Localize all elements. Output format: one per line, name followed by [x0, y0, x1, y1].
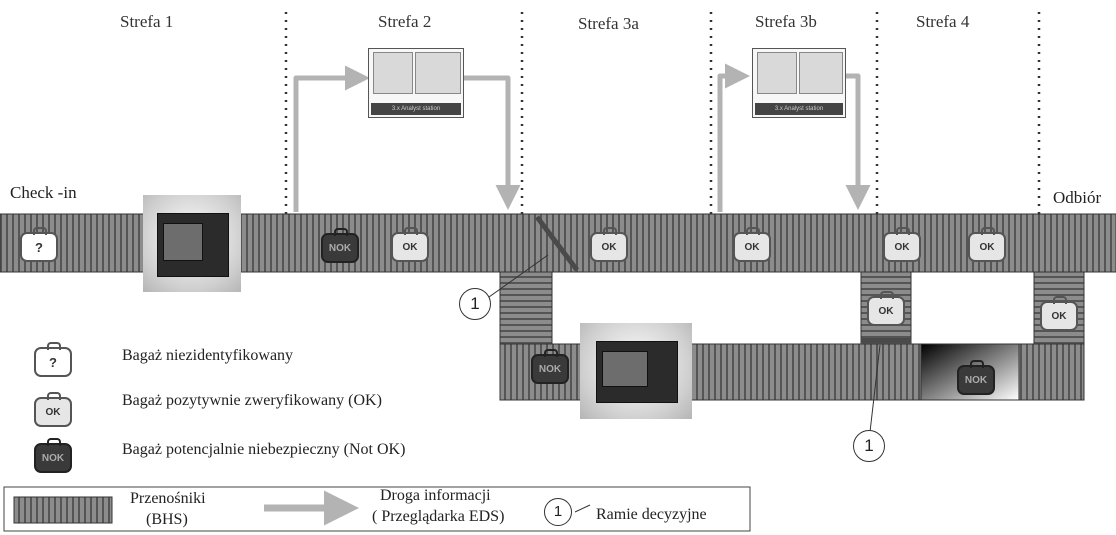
legend-ok-bag-icon: OK	[34, 392, 72, 427]
bag-nok: NOK	[957, 360, 995, 395]
legend-conveyor-swatch	[13, 496, 113, 524]
legend-arm-tick	[574, 504, 591, 513]
legend-info-label-1: Droga informacji	[380, 487, 491, 504]
decision-marker-2: 1	[853, 430, 885, 462]
zone-separators	[284, 12, 1041, 215]
bag-ok: OK	[391, 227, 429, 262]
legend-arm-marker: 1	[544, 498, 572, 526]
bag-ok: OK	[867, 291, 905, 326]
station-3b-caption: 3.x Analyst station	[755, 103, 843, 115]
bag-unknown: ?	[20, 227, 58, 262]
bag-ok: OK	[883, 227, 921, 262]
station-2-screen-right	[415, 52, 461, 94]
decision-arm-1-pointer	[488, 254, 549, 298]
legend-unknown-text: Bagaż niezidentyfikowany	[122, 347, 294, 364]
info-arrows	[293, 63, 871, 212]
legend-info-label-2: ( Przeglądarka EDS)	[372, 508, 505, 525]
station-3b-screen-left	[757, 52, 797, 94]
bottom-legend-box	[3, 486, 751, 532]
legend-nok-bag-icon: NOK	[34, 438, 72, 473]
zone-label-3b: Strefa 3b	[755, 12, 817, 31]
bag-ok: OK	[1040, 296, 1078, 331]
decision-arm-2-pointer	[869, 344, 881, 433]
arrow-from-station-3b	[844, 73, 871, 210]
analyst-station-3b: 3.x Analyst station	[752, 48, 846, 118]
station-3b-screen-right	[799, 52, 843, 94]
decision-marker-1: 1	[459, 288, 491, 320]
decision-arm-1	[535, 215, 579, 272]
legend-arm-label: Ramie decyzyjne	[596, 506, 707, 523]
scanner-2-tunnel	[602, 351, 648, 387]
zone-label-3a: Strefa 3a	[578, 14, 639, 33]
pickup-label: Odbiór	[1053, 188, 1102, 207]
legend-unknown-bag-icon: ?	[34, 342, 72, 377]
checkin-label: Check -in	[10, 183, 77, 202]
arrow-to-station-2	[293, 65, 370, 212]
legend-conveyor-label-2: (BHS)	[146, 511, 188, 528]
bag-ok: OK	[733, 227, 771, 262]
analyst-station-2: 3.x Analyst station	[368, 48, 464, 118]
left-descent-conveyor	[499, 271, 553, 345]
legend-nok-text: Bagaż potencjalnie niebezpieczny (Not OK…	[122, 441, 406, 458]
bag-ok: OK	[590, 227, 628, 262]
legend-ok-text: Bagaż pozytywnie zweryfikowany (OK)	[122, 392, 382, 409]
bag-ok: OK	[968, 227, 1006, 262]
arrow-from-station-2	[462, 75, 521, 210]
legend-conveyor-label-1: Przenośniki	[130, 490, 206, 507]
zone-label-4: Strefa 4	[916, 12, 970, 31]
bag-nok: NOK	[531, 349, 569, 384]
scanner-machine-1	[143, 195, 241, 292]
scanner-machine-2	[580, 323, 692, 419]
arrow-to-station-3b	[717, 63, 750, 212]
decision-arm-2	[861, 338, 911, 344]
station-2-screen-left	[373, 52, 413, 94]
zone-label-1: Strefa 1	[120, 12, 174, 31]
bag-nok: NOK	[321, 228, 359, 263]
scanner-1-tunnel	[163, 223, 203, 261]
zone-label-2: Strefa 2	[378, 12, 432, 31]
station-2-caption: 3.x Analyst station	[371, 103, 461, 115]
